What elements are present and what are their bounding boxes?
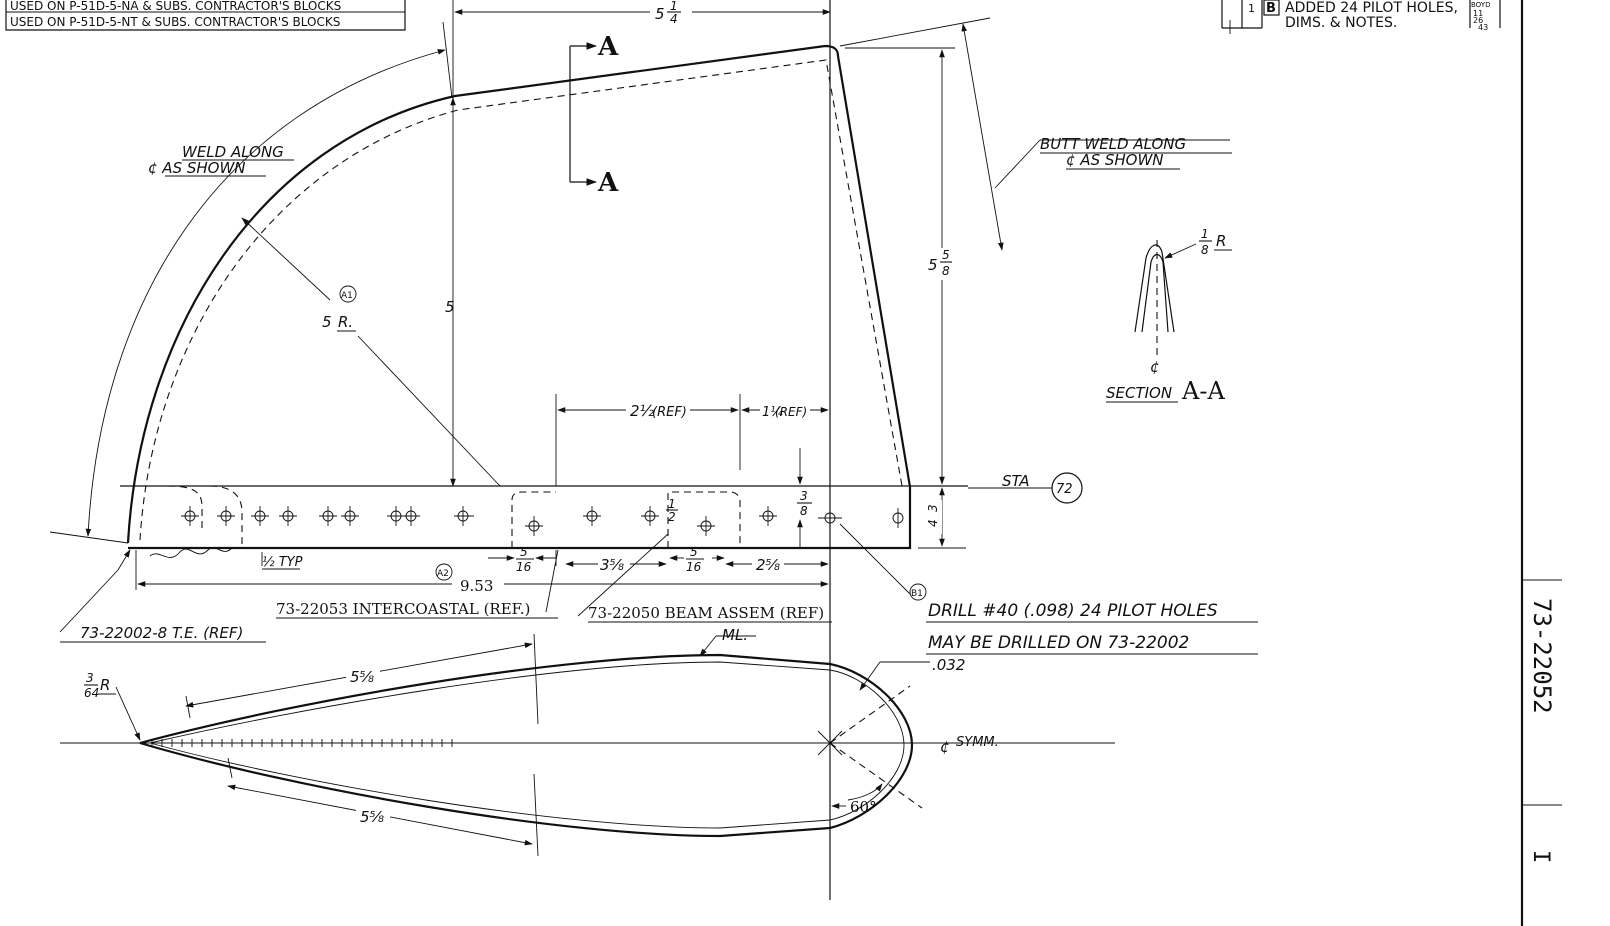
butt-weld-note-line-2: ¢ AS SHOWN	[1066, 151, 1164, 169]
dim-ref-1-quarter-suffix: (REF)	[775, 405, 807, 419]
revision-date-3: 43	[1478, 23, 1488, 32]
nose-radius-suffix: R	[100, 676, 110, 694]
dim-spacing-d: 2⅝	[756, 556, 781, 574]
radius-flag: A1	[341, 291, 353, 301]
intercoastal-ref-note: 73-22053 INTERCOASTAL (REF.)	[276, 600, 530, 618]
nose-radius-num: 3	[86, 671, 94, 685]
flag-b1: B1	[911, 589, 923, 599]
elevation-view: 5 5 1 4 5 5 8 3 4 5 R.	[49, 0, 1258, 900]
drill-note-2: MAY BE DRILLED ON 73-22002	[928, 633, 1189, 653]
dim-ref-2-half: 2½	[630, 402, 655, 420]
dim-ref-2-half-suffix: (REF)	[652, 405, 687, 420]
symm-centerline: ¢	[940, 738, 950, 756]
section-letters: A-A	[1181, 377, 1225, 405]
section-radius-den: 8	[1201, 243, 1209, 257]
thickness-label: .032	[932, 656, 965, 674]
section-radius-suffix: R	[1216, 232, 1226, 250]
dim-strip-height-num: 3	[926, 504, 940, 512]
section-radius-num: 1	[1201, 227, 1209, 241]
revision-description-1: ADDED 24 PILOT HOLES,	[1285, 0, 1458, 16]
radius-label: 5	[322, 313, 332, 331]
dim-top-width-den: 4	[670, 12, 678, 26]
weld-note-line-2: ¢ AS SHOWN	[148, 159, 246, 177]
dim-top-width: 5	[655, 5, 665, 23]
station-label: STA	[1002, 472, 1030, 490]
dim-right-height-num: 5	[942, 248, 950, 262]
section-centerline: ¢	[1150, 358, 1160, 376]
dim-hole-small-num: 1	[668, 497, 676, 511]
drill-note: DRILL #40 (.098) 24 PILOT HOLES	[928, 601, 1218, 621]
dim-spacing-c-num: 5	[690, 545, 698, 559]
dim-spacing-b: 3⅝	[600, 556, 625, 574]
dim-ref-1-quarter: 1¼	[762, 405, 783, 420]
used-on-line-1: USED ON P-51D-5-NA & SUBS. CONTRACTOR'S …	[10, 0, 341, 13]
typ-label: ½ TYP	[262, 555, 303, 570]
dim-right-height: 5	[928, 256, 938, 274]
used-on-line-2: USED ON P-51D-5-NT & SUBS. CONTRACTOR'S …	[10, 15, 340, 29]
dim-hole-offset-den: 8	[800, 504, 808, 518]
sheet-mark: I	[1528, 850, 1553, 863]
butt-weld-note-line-1: BUTT WELD ALONG	[1040, 135, 1186, 153]
dim-upper-chord: 5⅝	[350, 668, 375, 686]
dim-height-center: 5	[445, 298, 455, 316]
ml-label: ML.	[722, 626, 748, 644]
flag-a2: A2	[437, 569, 449, 579]
dim-overall-length: 9.53	[460, 577, 493, 595]
dim-top-width-num: 1	[670, 0, 678, 13]
weld-note-line-1: WELD ALONG	[182, 143, 284, 161]
revision-block: 1 B ADDED 24 PILOT HOLES, DIMS. & NOTES.…	[1221, 0, 1501, 34]
nose-radius-den: 64	[84, 686, 99, 700]
revision-letter: B	[1266, 1, 1276, 16]
beam-ref-note: 73-22050 BEAM ASSEM (REF)	[588, 604, 824, 622]
dim-right-height-den: 8	[942, 264, 950, 278]
title-block: USED ON P-51D-5-NA & SUBS. CONTRACTOR'S …	[5, 0, 406, 31]
symm-label: SYMM.	[956, 735, 999, 750]
dim-spacing-a-num: 5	[520, 545, 528, 559]
dim-hole-small-den: 2	[668, 510, 676, 524]
revision-by: BOYD	[1471, 1, 1490, 9]
angle-label: 60°	[850, 798, 877, 816]
airfoil-section: 5⅝ 5⅝ 3 64 R ML. .032 ¢ SYMM. 60°	[60, 626, 1115, 857]
revision-date-1: 11	[1473, 9, 1483, 18]
radius-suffix: R.	[338, 313, 353, 331]
drawing-number: 73-22052	[1528, 598, 1556, 714]
revision-date-2: 26	[1473, 16, 1483, 25]
pilot-holes	[149, 485, 904, 558]
revision-number: 1	[1248, 2, 1255, 15]
dim-lower-chord: 5⅝	[360, 808, 385, 826]
revision-description-2: DIMS. & NOTES.	[1285, 15, 1397, 31]
section-cut-letter-top: A	[597, 32, 619, 62]
dim-spacing-c-den: 16	[686, 560, 702, 574]
dim-strip-height-den: 4	[926, 519, 940, 527]
section-title: SECTION	[1106, 384, 1172, 402]
te-ref-note: 73-22002-8 T.E. (REF)	[80, 624, 243, 642]
station-number: 72	[1056, 482, 1073, 497]
dim-spacing-a-den: 16	[516, 560, 532, 574]
section-a-a-view: 1 8 R ¢ SECTION A-A	[1106, 227, 1232, 405]
dim-hole-offset-num: 3	[800, 489, 808, 503]
border-strip: 73-22052 I	[1520, 0, 1562, 926]
section-cut-letter-bottom: A	[597, 168, 619, 198]
